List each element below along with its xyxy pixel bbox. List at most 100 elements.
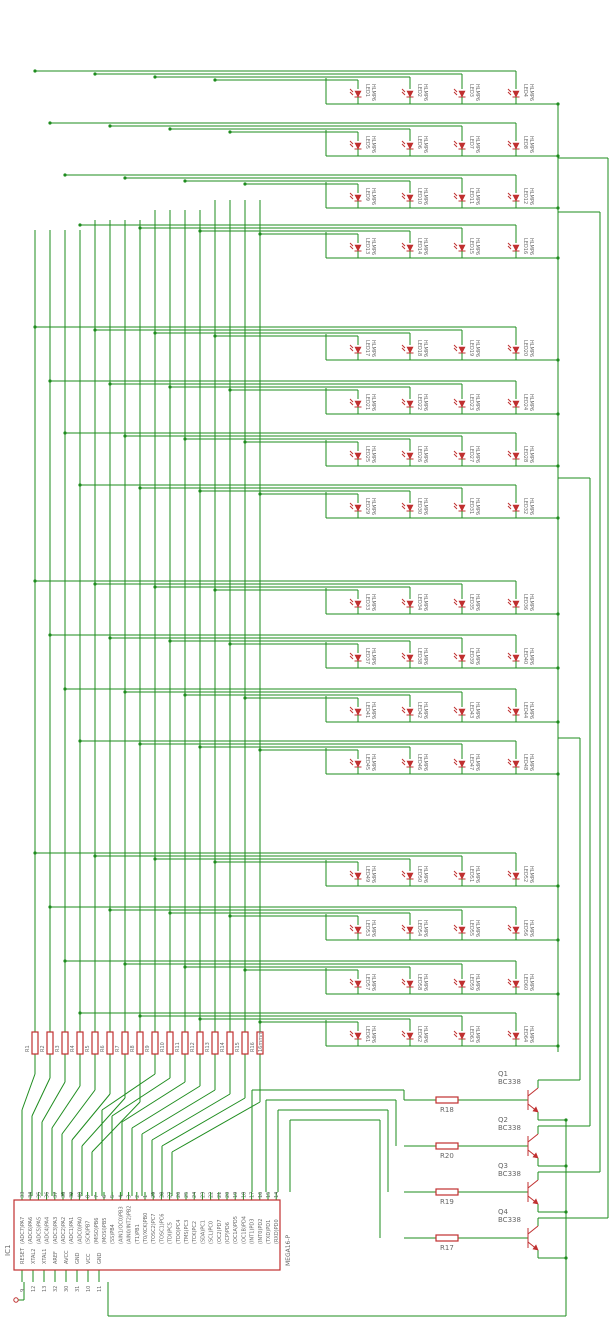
led-emission-arrow (401, 1033, 406, 1038)
junction-dot (168, 127, 172, 131)
junction-dot (153, 585, 157, 589)
resistor-body (76, 1031, 84, 1055)
led-model-label: HLMP6 (422, 238, 428, 255)
resistor-label: R16 (250, 1042, 256, 1052)
led-emission-arrow (507, 873, 512, 878)
led-name-label: LED33 (364, 594, 370, 610)
led-emission-arrow (507, 192, 512, 197)
pin-trace (131, 1085, 201, 1129)
ic-pin-name: (MISO)PB6 (94, 1218, 100, 1244)
led-model-label: HLMP6 (474, 702, 480, 719)
junction-dot (243, 968, 247, 972)
junction-dot (63, 431, 67, 435)
resistor-body (241, 1031, 249, 1055)
led-emission-arrow (453, 453, 458, 458)
junction-dot (123, 962, 127, 966)
led-diode-symbol (458, 142, 466, 150)
led-emission-arrow (401, 140, 406, 145)
led-emission-arrow (349, 192, 354, 197)
led-emission-arrow (453, 143, 458, 148)
ic-pin-number: 25 (184, 1192, 190, 1198)
junction-dot (243, 696, 247, 700)
led-model-label: HLMP6 (528, 594, 534, 611)
led-diode-symbol (406, 194, 414, 202)
led-diode-symbol (354, 90, 362, 98)
resistor-body (121, 1031, 129, 1055)
led-name-label: LED20 (522, 340, 528, 356)
led-model-label: HLMP6 (474, 1026, 480, 1043)
led-emission-arrow (453, 924, 458, 929)
led-model-label: HLMP6 (422, 594, 428, 611)
resistor-body (256, 1031, 264, 1055)
led-diode-symbol (406, 504, 414, 512)
led-model-label: HLMP6 (528, 920, 534, 937)
led-emission-arrow (349, 88, 354, 93)
ic-pin-name: (MOSI)PB5 (102, 1218, 108, 1244)
led-diode-symbol (354, 400, 362, 408)
resistor-label: R1 (25, 1045, 31, 1052)
led-emission-arrow (349, 709, 354, 714)
ic-pin-number: 4 (118, 1195, 124, 1198)
led-emission-arrow (349, 245, 354, 250)
resistor-body (151, 1031, 159, 1055)
ic-pin-name: (ADC4)PA4 (45, 1217, 51, 1244)
ic-pin-name: (SCK)PB7 (86, 1221, 92, 1244)
led-name-label: LED44 (522, 702, 528, 718)
led-diode-symbol (458, 452, 466, 460)
led-model-label: HLMP6 (422, 446, 428, 463)
led-emission-arrow (453, 1030, 458, 1035)
ic-pin-name: (TOSC2)PC7 (151, 1214, 157, 1244)
led-emission-arrow (349, 502, 354, 507)
junction-dot (198, 229, 202, 233)
led-emission-arrow (401, 344, 406, 349)
led-emission-arrow (401, 401, 406, 406)
junction-dot (168, 911, 172, 915)
led-emission-arrow (401, 143, 406, 148)
led-diode-symbol (512, 872, 520, 880)
led-emission-arrow (507, 88, 512, 93)
led-emission-arrow (349, 652, 354, 657)
led-emission-arrow (507, 709, 512, 714)
led-model-label: HLMP6 (474, 648, 480, 665)
led-emission-arrow (453, 192, 458, 197)
resistor-label: R10 (160, 1042, 166, 1052)
base-resistor-body (435, 1096, 459, 1104)
junction-dot (153, 857, 157, 861)
junction-dot (93, 854, 97, 858)
junction-dot (228, 130, 232, 134)
ic-pin-name: (AIN1/OC0)PB3 (118, 1206, 124, 1244)
led-model-label: HLMP6 (422, 1026, 428, 1043)
led-emission-arrow (453, 91, 458, 96)
led-model-label: HLMP6 (474, 136, 480, 153)
led-emission-arrow (507, 870, 512, 875)
led-emission-arrow (507, 655, 512, 660)
junction-dot (213, 334, 217, 338)
junction-dot (78, 1011, 82, 1015)
transistor-name-label: Q3 (498, 1162, 508, 1170)
led-diode-symbol (512, 926, 520, 934)
led-emission-arrow (401, 873, 406, 878)
junction-dot (48, 121, 52, 125)
led-diode-symbol (458, 980, 466, 988)
led-emission-arrow (349, 981, 354, 986)
ic-pin-number: 40 (77, 1192, 83, 1198)
ic-pin-number: 20 (225, 1192, 231, 1198)
led-name-label: LED32 (522, 498, 528, 514)
led-name-label: LED1 (364, 84, 370, 97)
led-name-label: LED17 (364, 340, 370, 356)
led-model-label: HLMP6 (422, 84, 428, 101)
ic-pin-number: 24 (192, 1192, 198, 1198)
led-name-label: LED25 (364, 446, 370, 462)
led-emission-arrow (453, 1033, 458, 1038)
led-emission-arrow (401, 502, 406, 507)
led-emission-arrow (401, 505, 406, 510)
